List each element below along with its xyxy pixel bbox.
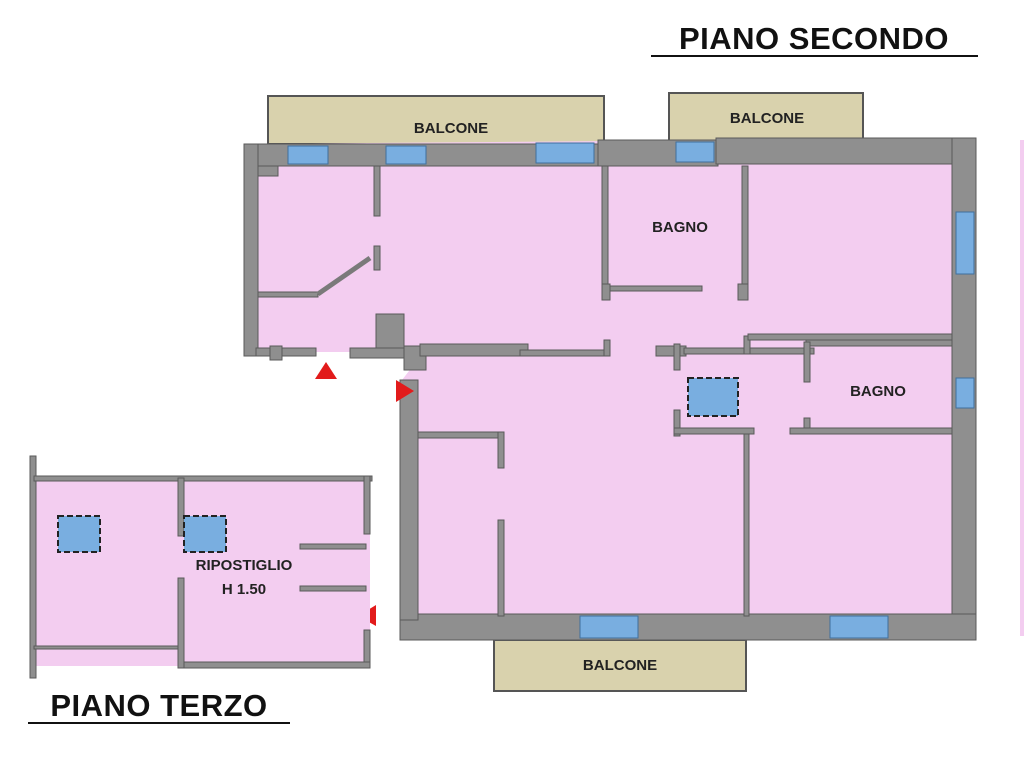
wall-bagno2-bottom [789,427,953,435]
wall-top-right [715,137,977,165]
shaft-t2-fill [184,516,226,552]
wall-t-left [29,455,37,679]
wall-central-top-b [519,349,611,357]
wall-stair-pillar [375,313,405,349]
room-fill-main [248,138,974,632]
wall-central-top-c [655,345,687,357]
window-top-4 [675,141,715,163]
wall-t-shelf-1 [299,543,367,550]
wall-shaft-bottom [673,427,755,435]
wall-upper-left-shelf [257,291,319,298]
wall-closet-top [417,431,505,439]
room-fill-edge-strip [1020,140,1024,636]
balcony-top-left [267,95,605,145]
wall-bottom [399,613,977,641]
wall-t-bottom [181,661,371,669]
window-top-2 [385,145,427,165]
shaft-fill [688,378,738,416]
window-bottom-1 [579,615,639,639]
wall-left [243,143,259,357]
window-right-2 [955,377,975,409]
shaft-t1-outline [57,515,101,553]
walls-third-floor [29,455,373,679]
window-top-3 [535,142,595,164]
labels: BALCONE BALCONE BALCONE BAGNO BAGNO RIPO… [196,110,907,674]
wall-left-lower [399,379,419,621]
wall-bagno2-left [803,341,811,383]
window-bottom-2 [829,615,889,639]
rooms-second-floor [248,138,1024,636]
wall-t-bottom-left [33,645,179,650]
label-bagno-upper: BAGNO [652,219,708,236]
shaft-t2-outline [183,515,227,553]
wall-int-v1b [373,245,381,271]
title-piano-secondo: PIANO SECONDO [679,21,949,56]
windows-second-floor [287,141,975,639]
shaft-outline [687,377,739,417]
wall-t-top [33,475,373,482]
wall-left-corner [257,165,279,177]
label-balcone-top-right: BALCONE [730,110,804,127]
wall-t-shelf-2 [299,585,367,592]
wall-int-v3 [741,165,749,299]
label-bagno-right: BAGNO [850,383,906,400]
partition-diagonal [316,255,372,297]
wall-t-right [363,475,371,535]
window-top-1 [287,145,329,165]
wall-upper-left-bottom-a [255,347,317,357]
entrance-arrow-right [396,380,414,402]
title-piano-terzo: PIANO TERZO [50,688,267,723]
wall-bagno-bottom-stub-r [737,283,749,301]
shaft-t1-fill [58,516,100,552]
wall-central-top [419,343,529,357]
shafts-third-floor [57,515,227,553]
wall-bagno-bottom-stub [601,283,611,301]
wall-int-v1a [373,165,381,217]
third-floor-fill [34,476,370,666]
window-right-1 [955,211,975,275]
title-piano-terzo-underline [28,722,290,724]
label-balcone-top-left: BALCONE [414,120,488,137]
label-ripostiglio: RIPOSTIGLIO [196,557,293,574]
wall-int-v2 [601,165,609,301]
wall-shaft-left [673,343,681,371]
entrance-arrow-up [315,362,337,379]
title-piano-secondo-underline [651,55,978,57]
balcony-top-right [668,92,864,144]
wall-upper-left-pillar [269,345,283,361]
wall-int-h1 [747,333,953,341]
shaft-second-floor [687,377,739,417]
wall-bagno-bottom [601,285,703,292]
label-ripostiglio-height: H 1.50 [222,581,266,598]
wall-int-v4 [743,433,750,617]
label-balcone-bottom: BALCONE [583,657,657,674]
rooms-third-floor [34,476,370,666]
wall-int-v3b [743,335,751,355]
wall-int-v2b [603,339,611,357]
wall-closet-right [497,431,505,469]
wall-closet-right-b [497,519,505,617]
wall-t-mid [177,477,185,537]
wall-t-mid-b [177,577,185,669]
wall-shaft-left-b [673,409,681,437]
titles: PIANO SECONDO PIANO TERZO [28,21,978,724]
wall-t-right-b [363,629,371,667]
